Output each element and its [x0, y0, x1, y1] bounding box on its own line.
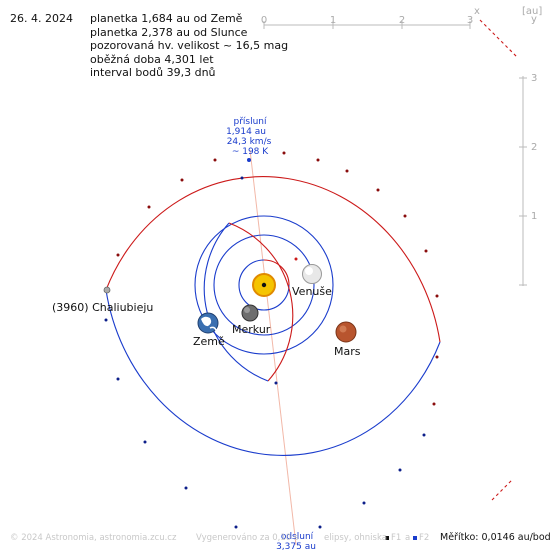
asteroid-orbit-tail-top	[479, 19, 519, 59]
y-axis-label: y	[531, 14, 537, 25]
right-tick-1: 1	[531, 211, 537, 222]
top-tick-0: 0	[261, 15, 267, 26]
perihelion-distance: 1,914 au	[226, 127, 266, 137]
mars-orbit-south	[203, 222, 269, 382]
legend-text: elipsy, ohniska	[324, 533, 387, 543]
perihelion-title: přísluní	[233, 117, 267, 127]
info-earth-distance: planetka 1,684 au od Země	[90, 12, 243, 25]
mercury-icon	[241, 304, 259, 322]
mercury-orbit-south	[238, 259, 290, 311]
right-axis: 3 2 1 y [au]	[519, 6, 542, 286]
f1-marker	[385, 536, 389, 540]
perihelion-info: přísluní 1,914 au 24,3 km/s ~ 198 K	[226, 117, 272, 157]
top-tick-3: 3	[467, 15, 473, 26]
asteroid-icon	[103, 286, 111, 294]
aphelion-title: odsluní	[281, 532, 314, 542]
venus-label: Venuše	[292, 285, 332, 298]
asteroid-label: (3960) Chaliubieju	[52, 301, 153, 314]
x-axis-label: x	[474, 6, 480, 17]
f2-marker	[413, 536, 417, 540]
f2-label: F2	[419, 533, 430, 543]
asteroid-orbit-north	[105, 176, 441, 343]
mercury-label: Merkur	[232, 323, 271, 336]
mars-icon	[335, 321, 357, 343]
f1-label: F1	[391, 533, 402, 543]
earth-label: Země	[193, 335, 225, 348]
info-interval: interval bodů 39,3 dnů	[90, 66, 216, 79]
top-tick-1: 1	[330, 15, 336, 26]
legend-and: a	[405, 533, 411, 543]
aphelion-info: odsluní 3,375 au	[276, 532, 316, 550]
info-sun-distance: planetka 2,378 au od Slunce	[90, 25, 248, 39]
info-block: planetka 1,684 au od Země planetka 2,378…	[90, 12, 288, 80]
asteroid-orbit-south	[105, 289, 441, 456]
perihelion-marker	[247, 158, 251, 162]
perihelion-velocity: 24,3 km/s	[227, 137, 272, 147]
planet-orbits	[194, 215, 334, 382]
top-axis: 0 1 2 3 x	[261, 6, 480, 29]
venus-orbit	[213, 234, 315, 336]
perihelion-temperature: ~ 198 K	[232, 147, 269, 157]
scale-label: Měřítko: 0,0146 au/bod	[440, 532, 550, 543]
mercury-orbit-north	[263, 259, 290, 286]
copyright-link[interactable]: © 2024 Astronomia, astronomia.zcu.cz	[10, 533, 177, 543]
asteroid-orbit	[105, 19, 519, 501]
earth-icon	[197, 312, 219, 334]
mars-label: Mars	[334, 345, 361, 358]
info-magnitude: pozorovaná hv. velikost ~ 16,5 mag	[90, 39, 289, 52]
asteroid-orbit-tail-bottom	[491, 479, 513, 501]
aphelion-distance: 3,375 au	[276, 542, 316, 550]
right-tick-3: 3	[531, 73, 537, 84]
date-label: 26. 4. 2024	[10, 12, 73, 25]
info-period: oběžná doba 4,301 let	[90, 52, 214, 66]
top-tick-2: 2	[399, 15, 405, 26]
venus-icon	[302, 264, 322, 284]
interval-dots	[104, 151, 439, 529]
apsis-line	[249, 149, 297, 546]
right-tick-2: 2	[531, 142, 537, 153]
sun-icon	[252, 273, 276, 297]
unit-label: [au]	[522, 6, 542, 17]
earth-orbit	[194, 215, 334, 355]
generated-time: Vygenerováno za 0,10 s	[196, 533, 299, 543]
mars-orbit-north	[228, 222, 294, 382]
